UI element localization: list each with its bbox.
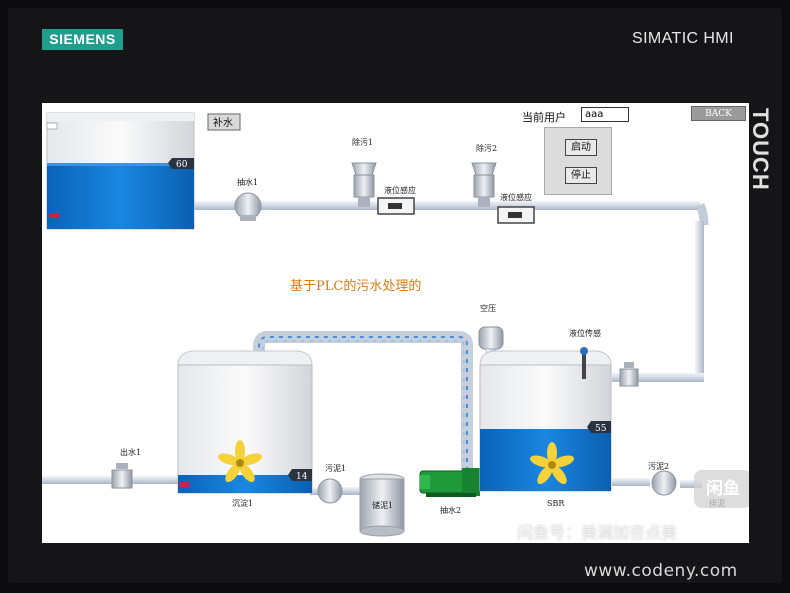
- mixer-fan-1-icon: [218, 440, 262, 483]
- process-diagram: 60 补水 抽水1 除污1 液位感应 除污2: [42, 112, 725, 537]
- level-sensor-1[interactable]: [377, 197, 415, 215]
- settling-tank-water: [178, 475, 312, 493]
- back-button[interactable]: BACK: [691, 106, 746, 121]
- sbr-level-badge: [587, 421, 611, 433]
- sludge-pump-2[interactable]: [651, 470, 677, 496]
- flow-indicator: [258, 336, 468, 471]
- sewage-valve-1[interactable]: [351, 162, 377, 207]
- site-watermark: www.codeny.com: [584, 561, 738, 581]
- current-user-label: 当前用户: [522, 111, 566, 124]
- sbr-tank-label: SBR: [547, 499, 565, 508]
- makeup-water-box[interactable]: [207, 113, 241, 131]
- simatic-hmi-title: SIMATIC HMI: [632, 30, 734, 47]
- settling-tank: 14: [177, 350, 313, 494]
- pipe-to-sbr: [612, 373, 704, 382]
- pump-water-1-label: 抽水1: [237, 177, 258, 187]
- pump-water-2-label: 抽水2: [440, 505, 461, 515]
- touch-label: TOUCH: [748, 108, 773, 191]
- pump-2[interactable]: [419, 468, 480, 497]
- tank-top-left: 60: [46, 112, 195, 230]
- makeup-water-label: 补水: [213, 116, 233, 129]
- hmi-screen: 60 补水 抽水1 除污1 液位感应 除污2: [42, 103, 749, 543]
- level-sensor-2-label: 液位感应: [500, 192, 532, 202]
- sewage-2-label: 除污2: [476, 143, 497, 153]
- settling-tank-label: 沉淀1: [232, 498, 253, 508]
- pipe-sludge-2: [612, 478, 650, 486]
- watermark-text: 闲鱼号：美澜加杏点美: [517, 523, 678, 542]
- sewage-1-label: 除污1: [352, 137, 373, 147]
- storage-tank-label: 储泥1: [372, 500, 393, 510]
- level-sensor-3[interactable]: [580, 347, 588, 379]
- sbr-level-value: 55: [595, 424, 607, 434]
- page-title: 基于PLC的污水处理的: [290, 279, 422, 294]
- level-sensor-3-label: 液位传感: [569, 328, 601, 338]
- level-sensor-1-label: 液位感应: [384, 185, 416, 195]
- watermark-badge: 闲鱼: [694, 470, 749, 508]
- tank-top-left-water: [47, 163, 194, 229]
- current-user-field[interactable]: aaa: [581, 107, 629, 122]
- siemens-logo: SIEMENS: [42, 29, 123, 50]
- start-button[interactable]: 启动: [565, 139, 597, 156]
- pipe-top-feed: [192, 201, 700, 210]
- sludge-1-label: 污泥1: [325, 463, 346, 473]
- control-panel: 启动 停止: [544, 127, 612, 195]
- tank-top-left-level-badge: [168, 158, 194, 169]
- pipe-right-down: [695, 221, 704, 379]
- settling-level-badge: [288, 469, 312, 481]
- pump-1[interactable]: [234, 192, 262, 221]
- sludge-pump-1[interactable]: [317, 478, 343, 504]
- sbr-tank: 55: [479, 350, 612, 492]
- level-sensor-2[interactable]: [497, 206, 535, 224]
- sbr-inlet-valve[interactable]: [619, 362, 639, 387]
- storage-tank: [359, 473, 405, 537]
- mixer-fan-2-icon: [530, 442, 574, 485]
- settling-level-value: 14: [296, 472, 308, 482]
- air-pump-label: 空压: [480, 303, 496, 313]
- sewage-valve-2[interactable]: [471, 162, 497, 207]
- outlet-valve[interactable]: [111, 463, 133, 489]
- tank-top-left-level-value: 60: [176, 160, 188, 170]
- sludge-2-label: 污泥2: [648, 461, 669, 471]
- stop-button[interactable]: 停止: [565, 167, 597, 184]
- outlet-water-label: 出水1: [120, 447, 141, 457]
